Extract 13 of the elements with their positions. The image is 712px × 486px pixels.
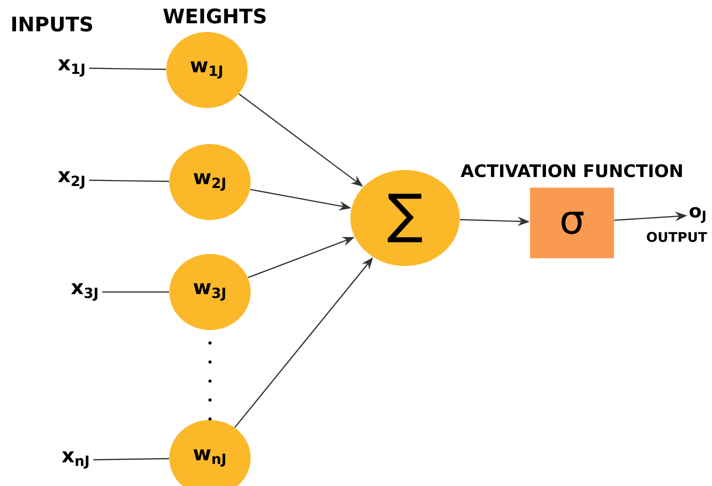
connector xyxy=(89,180,170,182)
input-label: x$_{1J}$ xyxy=(58,59,84,77)
connector xyxy=(93,458,170,460)
connector xyxy=(89,68,166,70)
connector xyxy=(102,291,170,293)
input-label: x$_{3J}$ xyxy=(71,283,98,301)
output-label: o$_{J}$ xyxy=(690,206,706,223)
column-heading: INPUTS xyxy=(12,16,92,32)
output-caption: OUTPUT xyxy=(646,232,708,242)
activation-box: σ xyxy=(530,188,614,258)
input-label: x$_{nJ}$ xyxy=(62,451,88,469)
input-label: x$_{2J}$ xyxy=(58,171,84,189)
heading: ACTIVATION FUNCTION xyxy=(460,164,682,178)
